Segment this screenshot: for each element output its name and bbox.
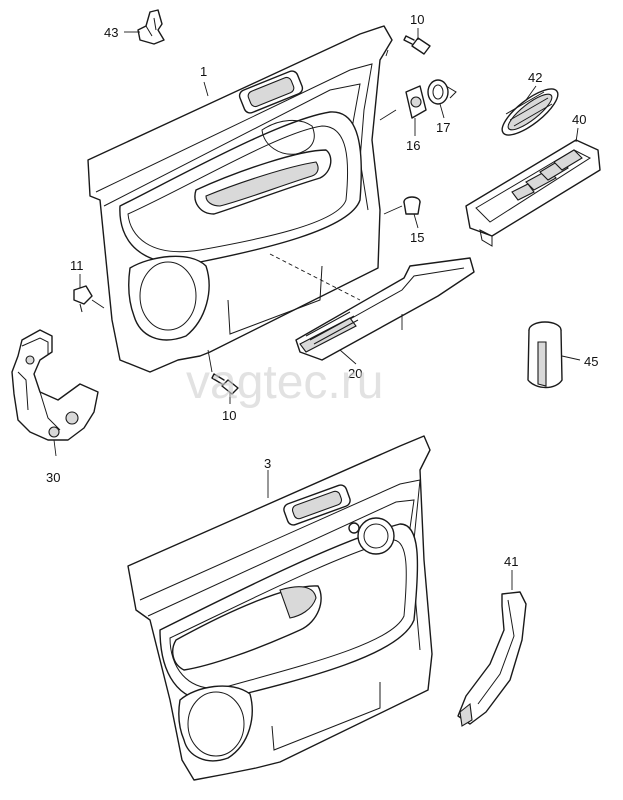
part-40-window-switch xyxy=(465,139,601,247)
part-15-plug xyxy=(403,196,421,215)
part-20-armrest-strip xyxy=(295,257,475,361)
part-10-screw-bottom xyxy=(211,373,239,395)
callout-40: 40 xyxy=(572,112,586,127)
watermark: vagtec.ru xyxy=(186,356,383,409)
part-42-speaker-grille xyxy=(501,88,559,136)
callout-17: 17 xyxy=(436,120,450,135)
part-43-clip xyxy=(137,9,165,45)
callout-45: 45 xyxy=(584,354,598,369)
part-3-door-trim-panel xyxy=(127,435,433,781)
part-16-retainer xyxy=(405,85,427,119)
callout-11: 11 xyxy=(70,258,84,273)
callout-20: 20 xyxy=(348,366,362,381)
part-17-clip xyxy=(427,79,457,105)
part-45-knob xyxy=(527,321,563,389)
callout-16: 16 xyxy=(406,138,420,153)
callout-10-bottom: 10 xyxy=(222,408,236,423)
part-41-pull-handle-trim xyxy=(457,591,527,727)
callout-42: 42 xyxy=(528,70,542,85)
callout-30: 30 xyxy=(46,470,60,485)
callout-1: 1 xyxy=(200,64,207,79)
leader-lines xyxy=(53,28,581,590)
part-10-screw-top xyxy=(403,35,431,55)
part-1-door-trim-panel xyxy=(87,25,393,373)
part-11-fastener xyxy=(73,285,93,313)
callout-15: 15 xyxy=(410,230,424,245)
callout-10-top: 10 xyxy=(410,12,424,27)
callout-3: 3 xyxy=(264,456,271,471)
callout-43: 43 xyxy=(104,25,118,40)
callout-41: 41 xyxy=(504,554,518,569)
part-30-bracket xyxy=(11,329,99,441)
